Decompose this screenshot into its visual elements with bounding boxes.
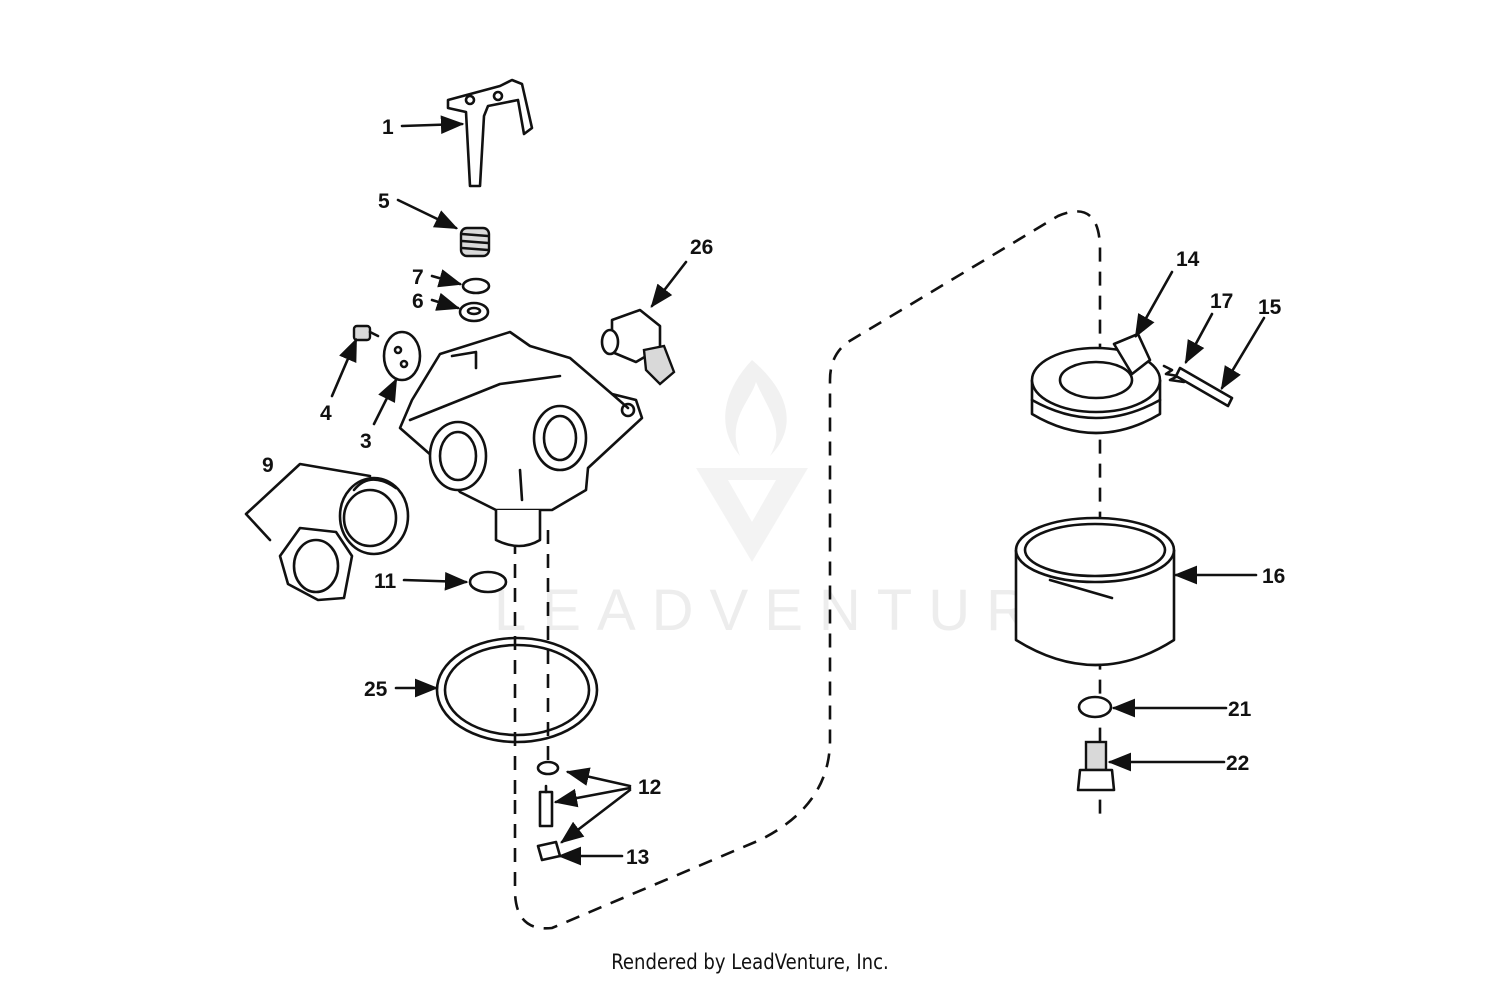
footer-credit: Rendered by LeadVenture, Inc. (611, 950, 889, 974)
part-16-bowl (1014, 516, 1176, 667)
callout-7: 7 (412, 266, 424, 289)
callout-11: 11 (374, 570, 397, 593)
callout-6: 6 (412, 290, 424, 313)
carburetor-body (398, 330, 644, 548)
callout-1: 1 (382, 116, 394, 139)
part-13-clip (536, 840, 562, 862)
callout-9: 9 (262, 454, 274, 477)
part-6-washer (458, 301, 490, 323)
part-21-washer (1077, 695, 1113, 719)
callout-21: 21 (1228, 698, 1252, 721)
leader-lines (330, 115, 1266, 866)
part-14-float (1030, 332, 1162, 435)
part-11-disc (468, 570, 508, 594)
part-22-nut (1076, 740, 1116, 792)
callout-17: 17 (1210, 290, 1233, 313)
callout-16: 16 (1262, 565, 1285, 588)
part-3-plate (382, 330, 422, 382)
part-15-pin (1174, 366, 1234, 408)
part-9-primer (244, 462, 410, 602)
part-4-screw (352, 324, 380, 342)
callout-15: 15 (1258, 296, 1282, 319)
watermark-logo (696, 360, 808, 562)
part-7-washer (461, 277, 491, 295)
callout-4: 4 (320, 402, 332, 425)
callout-22: 22 (1226, 752, 1249, 775)
part-26-elbow (600, 308, 676, 386)
watermark-text: LEADVENTURE (494, 578, 1099, 643)
callout-5: 5 (378, 190, 390, 213)
callout-3: 3 (360, 430, 372, 453)
callout-13: 13 (626, 846, 649, 869)
callout-12: 12 (638, 776, 661, 799)
part-17-spring (1162, 364, 1186, 384)
part-25-gasket (435, 636, 599, 744)
part-1-bracket (446, 78, 534, 188)
part-12-parts (536, 760, 560, 828)
callout-25: 25 (364, 678, 388, 701)
part-5-spring (459, 226, 491, 258)
assembly-dashed-path (513, 210, 1102, 930)
callout-14: 14 (1176, 248, 1200, 271)
callout-26: 26 (690, 236, 713, 259)
